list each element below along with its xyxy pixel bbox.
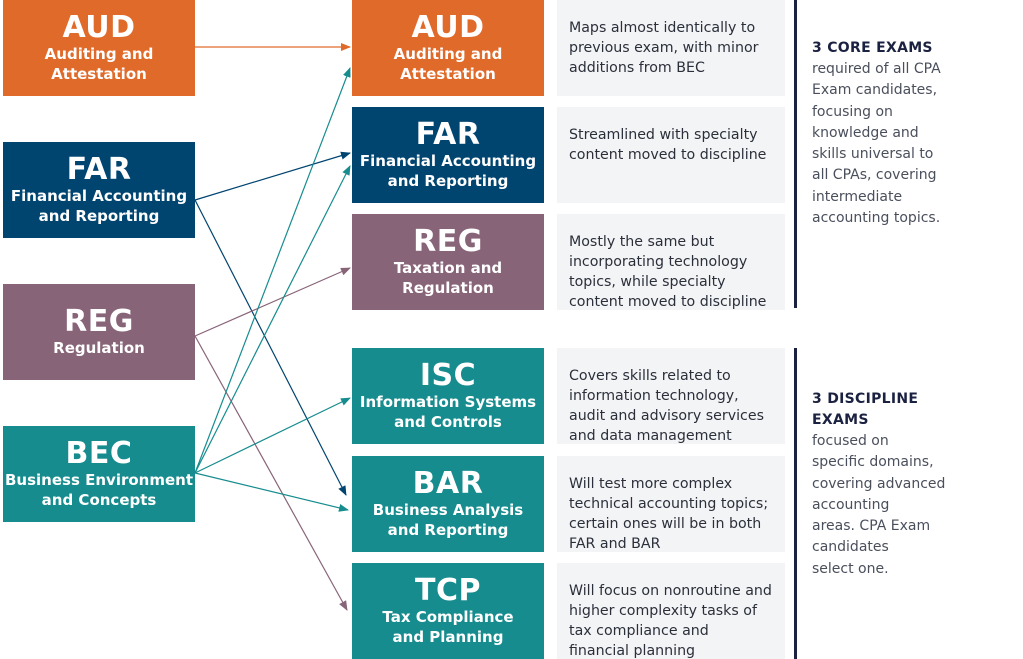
discipline-exams-note: 3 DISCIPLINE EXAMS focused on specific d…	[812, 389, 1012, 580]
new-exam-tcp: TCP Tax Compliance and Planning	[352, 563, 544, 659]
core-group-divider	[794, 0, 797, 308]
arrow-bec-to-aud	[194, 67, 351, 474]
core-exams-note: 3 CORE EXAMS required of all CPA Exam ca…	[812, 38, 1012, 229]
new-exam-name: Taxation and Regulation	[393, 259, 503, 297]
old-exam-code: REG	[64, 304, 134, 339]
new-exam-name: Financial Accounting and Reporting	[359, 152, 537, 190]
new-exam-reg: REG Taxation and Regulation	[352, 214, 544, 310]
new-exam-name: Auditing and Attestation	[393, 45, 503, 83]
arrow-reg-to-tcp	[194, 335, 348, 611]
new-exam-code: FAR	[415, 117, 481, 152]
new-exam-bar: BAR Business Analysis and Reporting	[352, 456, 544, 552]
new-exam-far: FAR Financial Accounting and Reporting	[352, 107, 544, 203]
description-reg: Mostly the same but incorporating techno…	[557, 214, 785, 310]
new-exam-name: Tax Compliance and Planning	[382, 608, 514, 646]
new-exam-code: TCP	[415, 573, 481, 608]
discipline-group-divider	[794, 348, 797, 659]
new-exam-name: Information Systems and Controls	[359, 393, 537, 431]
arrow-reg-to-reg	[194, 267, 351, 337]
discipline-exams-text: focused on specific domains, covering ad…	[812, 433, 946, 577]
discipline-exams-heading: 3 DISCIPLINE EXAMS	[812, 391, 919, 428]
old-exam-bec: BEC Business Environment and Concepts	[3, 426, 195, 522]
new-exam-code: BAR	[412, 466, 484, 501]
arrow-bec-to-far	[194, 165, 351, 474]
new-exam-code: REG	[413, 224, 483, 259]
arrow-bec-to-isc	[194, 397, 351, 474]
old-exam-aud: AUD Auditing and Attestation	[3, 0, 195, 96]
old-exam-name: Regulation	[53, 339, 145, 357]
old-exam-name: Auditing and Attestation	[44, 45, 154, 83]
arrow-far-to-bar	[194, 199, 347, 496]
description-isc: Covers skills related to information tec…	[557, 348, 785, 444]
core-exams-text: required of all CPA Exam candidates, foc…	[812, 61, 941, 227]
description-far: Streamlined with specialty content moved…	[557, 107, 785, 203]
old-exam-code: AUD	[62, 10, 136, 45]
arrow-far-to-far	[194, 151, 351, 201]
old-exam-reg: REG Regulation	[3, 284, 195, 380]
core-exams-heading: 3 CORE EXAMS	[812, 40, 933, 56]
new-exam-isc: ISC Information Systems and Controls	[352, 348, 544, 444]
old-exam-code: FAR	[66, 152, 132, 187]
description-bar: Will test more complex technical account…	[557, 456, 785, 552]
old-exam-name: Financial Accounting and Reporting	[10, 187, 188, 225]
arrow-bec-to-bar	[194, 472, 349, 512]
old-exam-name: Business Environment and Concepts	[5, 471, 193, 509]
new-exam-name: Business Analysis and Reporting	[372, 501, 524, 539]
new-exam-code: ISC	[419, 358, 477, 393]
description-aud: Maps almost identically to previous exam…	[557, 0, 785, 96]
new-exam-code: AUD	[411, 10, 485, 45]
description-tcp: Will focus on nonroutine and higher comp…	[557, 563, 785, 659]
old-exam-code: BEC	[65, 436, 133, 471]
old-exam-far: FAR Financial Accounting and Reporting	[3, 142, 195, 238]
new-exam-aud: AUD Auditing and Attestation	[352, 0, 544, 96]
